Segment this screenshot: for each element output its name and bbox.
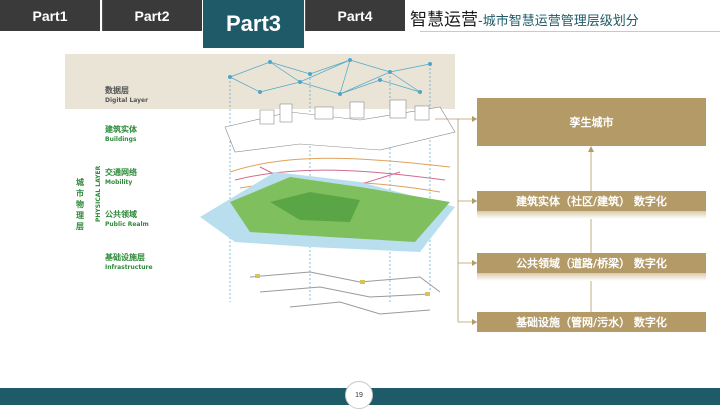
twin-city-box: 孪生城市 — [477, 98, 706, 146]
data-nodes — [228, 58, 432, 96]
layer-illustration — [65, 54, 456, 315]
title-main: 智慧运营 — [410, 10, 478, 30]
tab-bar: Part1 Part2 Part4 — [0, 0, 405, 31]
shade-1 — [477, 211, 706, 219]
data-network — [229, 59, 431, 302]
tab-part4[interactable]: Part4 — [305, 0, 405, 31]
page-title: 智慧运营-城市智慧运营管理层级划分 — [410, 5, 639, 30]
shade-2 — [477, 273, 706, 281]
label-buildings: 建筑实体 Buildings — [105, 125, 137, 143]
buildings-layer — [224, 99, 456, 153]
title-underline — [420, 31, 720, 32]
infrastructure-nodes — [255, 274, 430, 296]
infrastructure-digitization-box: 基础设施（管网/污水） 数字化 — [477, 312, 706, 332]
label-public-realm: 公共领域 Public Realm — [105, 210, 149, 228]
label-physical-group: 城市物理层 — [76, 178, 84, 231]
title-sub: -城市智慧运营管理层级划分 — [478, 14, 639, 29]
label-mobility: 交通网络 Mobility — [105, 168, 137, 186]
tab-part1[interactable]: Part1 — [0, 0, 100, 31]
city-layer-diagram: 数据层 Digital Layer 城市物理层 PHYSICAL LAYER 建… — [60, 52, 460, 327]
tab-part3[interactable]: Part3 — [203, 0, 304, 48]
tab-part2[interactable]: Part2 — [102, 0, 202, 31]
page-number: 19 — [345, 381, 373, 409]
public-realm-digitization-box: 公共领域（道路/桥梁） 数字化 — [477, 253, 706, 273]
label-infrastructure: 基础设施层 Infrastructure — [105, 253, 153, 271]
label-digital-layer: 数据层 Digital Layer — [105, 86, 149, 104]
buildings-digitization-box: 建筑实体（社区/建筑） 数字化 — [477, 191, 706, 211]
park-block — [270, 192, 360, 222]
